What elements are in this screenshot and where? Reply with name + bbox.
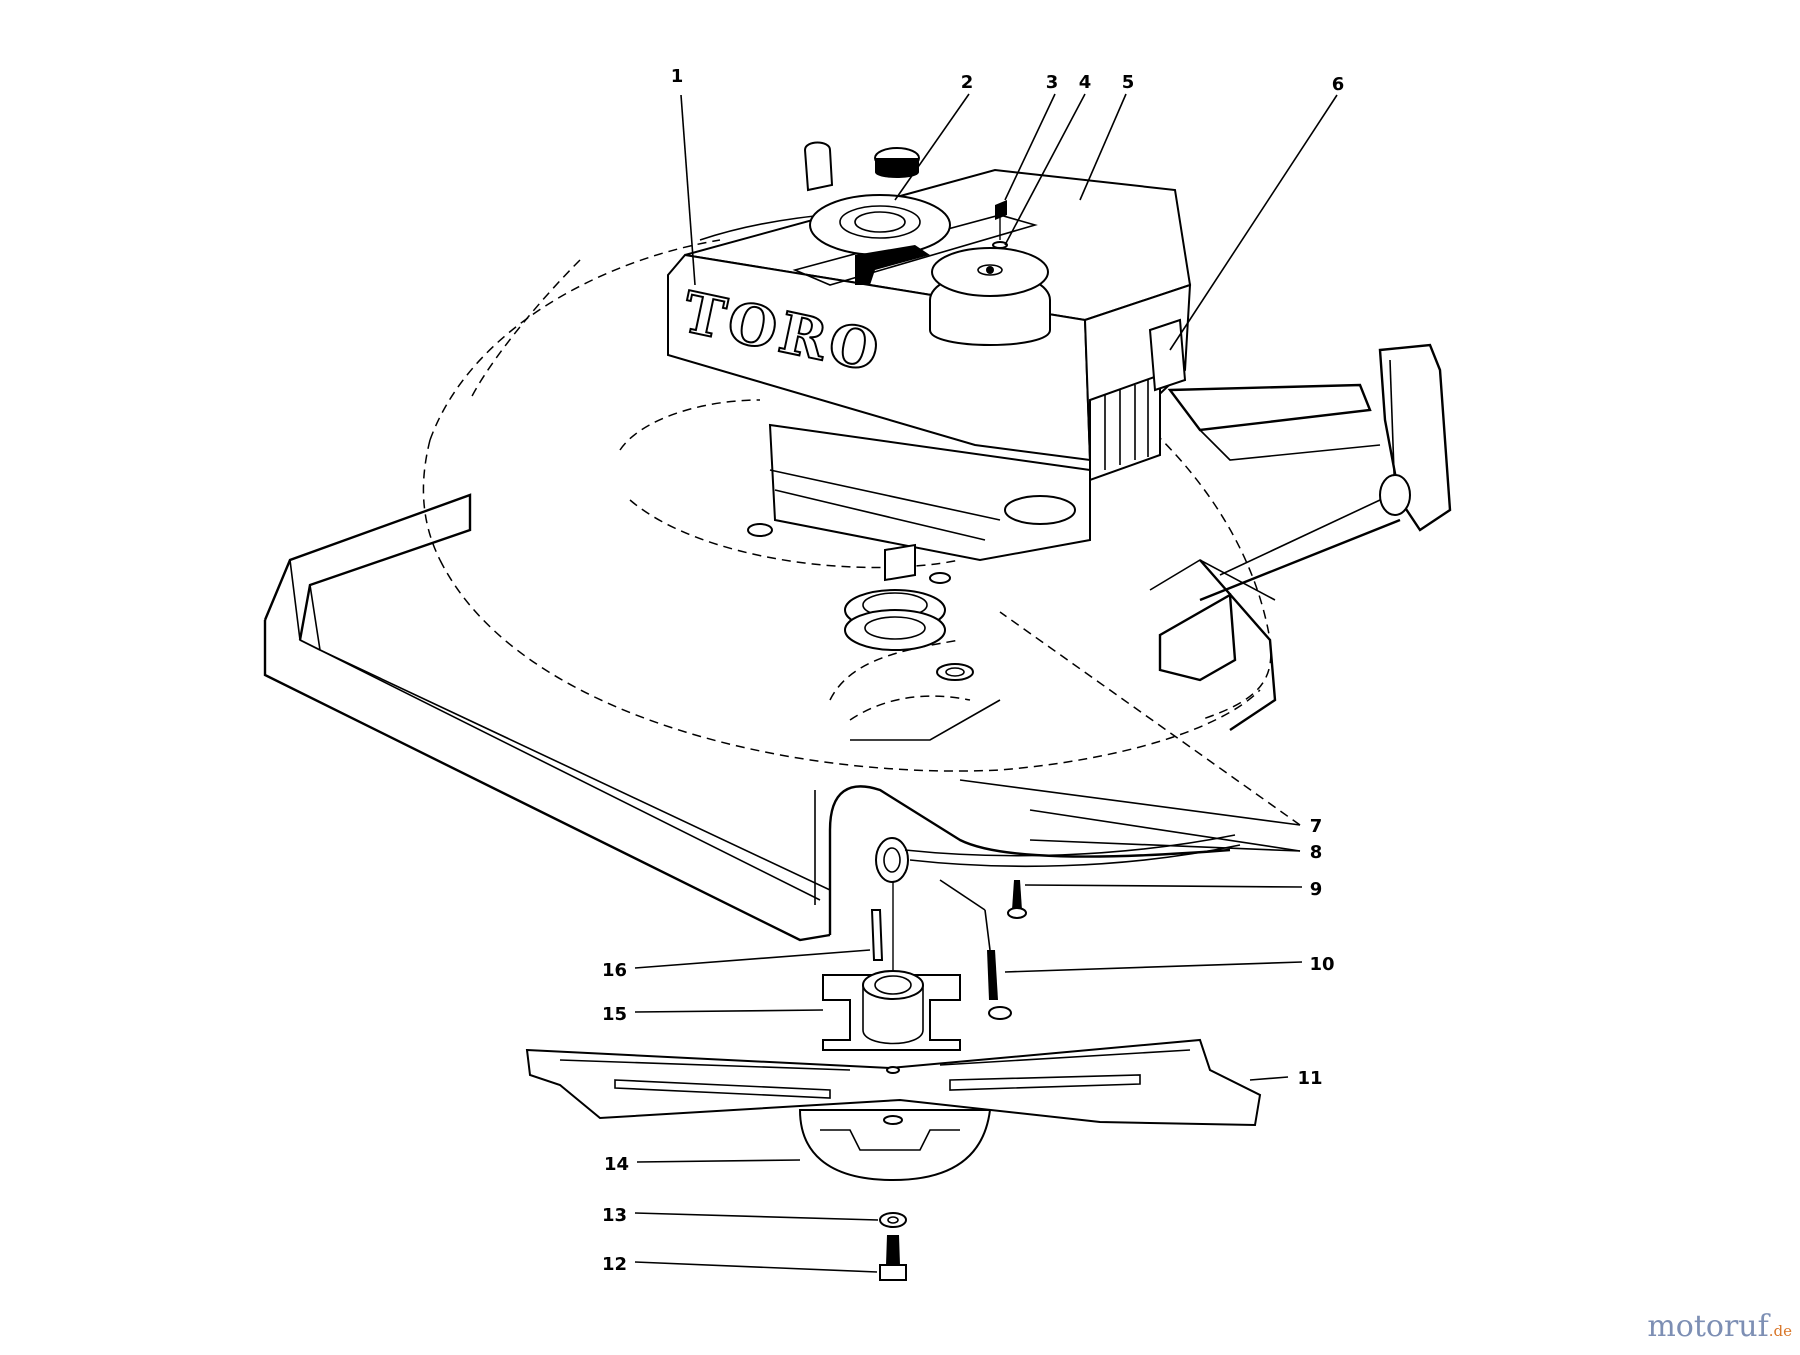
callout-3: 3 — [1046, 72, 1059, 93]
watermark-suffix: .de — [1768, 1322, 1792, 1340]
watermark: motoruf.de — [1647, 1309, 1792, 1344]
callout-13: 13 — [602, 1205, 627, 1226]
engine: TORO — [667, 141, 1192, 582]
callout-4: 4 — [1079, 72, 1092, 93]
blade-assembly — [525, 879, 1262, 1281]
watermark-main: motoruf — [1647, 1309, 1769, 1344]
callout-9: 9 — [1310, 879, 1323, 900]
leader-lines — [634, 93, 1338, 1273]
callout-labels: 1 2 3 4 5 6 7 8 9 10 11 12 13 14 15 16 — [602, 66, 1344, 1275]
callout-7: 7 — [1310, 816, 1323, 837]
callout-12: 12 — [602, 1254, 627, 1275]
callout-10: 10 — [1309, 954, 1334, 975]
mower-deck — [263, 212, 1452, 942]
callout-5: 5 — [1122, 72, 1135, 93]
callout-16: 16 — [602, 960, 627, 981]
callout-11: 11 — [1297, 1068, 1322, 1089]
callout-6: 6 — [1332, 74, 1345, 95]
callout-14: 14 — [604, 1154, 629, 1175]
callout-15: 15 — [602, 1004, 627, 1025]
callout-8: 8 — [1310, 842, 1323, 863]
callout-2: 2 — [961, 72, 974, 93]
spacer-washers — [844, 572, 974, 681]
callout-1: 1 — [671, 66, 684, 87]
